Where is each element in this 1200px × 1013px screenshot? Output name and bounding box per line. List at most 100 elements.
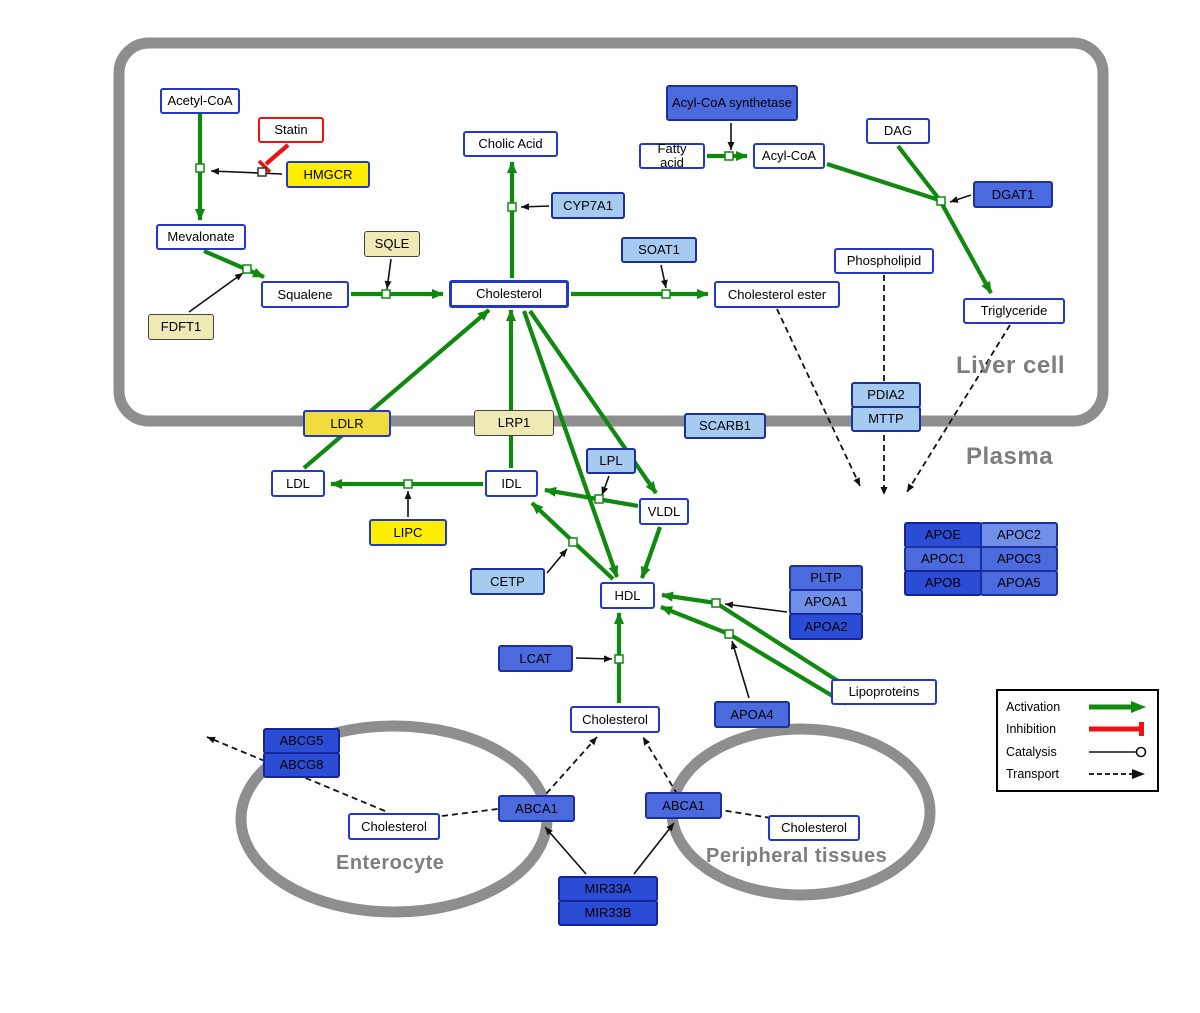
edge-cholesterol-abca1-peripheral <box>642 736 772 819</box>
node-abca1-peripheral[interactable]: ABCA1 <box>645 792 722 819</box>
node-squalene[interactable]: Squalene <box>261 281 349 308</box>
edge-sqle-catalysis <box>384 258 392 290</box>
legend-activation: Activation <box>1006 697 1149 717</box>
edge-ldl-ldlr-cholesterol <box>302 308 491 470</box>
node-lrp1[interactable]: LRP1 <box>474 410 554 436</box>
edge-apoa4-catalysis <box>730 640 750 699</box>
edge-junction-triglyceride <box>940 202 993 295</box>
legend-inhibition-label: Inhibition <box>1006 722 1057 737</box>
edge-statin-inhibition <box>264 143 290 166</box>
node-triglyceride[interactable]: Triglyceride <box>963 298 1065 324</box>
node-acyl-coa[interactable]: Acyl-CoA <box>753 143 825 169</box>
node-apoa1[interactable]: APOA1 <box>789 589 863 615</box>
node-abca1-enterocyte[interactable]: ABCA1 <box>498 795 575 822</box>
transport-dashed-arrow-icon <box>1089 768 1145 779</box>
node-dag[interactable]: DAG <box>866 118 930 144</box>
edge-triglyceride-plasma <box>906 324 1011 493</box>
node-lpl[interactable]: LPL <box>586 448 636 474</box>
node-fdft1[interactable]: FDFT1 <box>148 314 214 340</box>
edge-vldl-hdl <box>640 526 662 579</box>
node-lcat[interactable]: LCAT <box>498 645 573 672</box>
node-cholic-acid[interactable]: Cholic Acid <box>463 131 558 157</box>
node-mir33a[interactable]: MIR33A <box>558 876 658 902</box>
node-soat1[interactable]: SOAT1 <box>621 237 697 263</box>
node-hmgcr[interactable]: HMGCR <box>286 161 370 188</box>
region-label-peripheral-tissues: Peripheral tissues <box>706 845 888 867</box>
node-idl[interactable]: IDL <box>485 470 538 497</box>
edge-cetp-catalysis <box>546 548 568 574</box>
node-apoc2[interactable]: APOC2 <box>980 522 1058 548</box>
region-label-enterocyte: Enterocyte <box>336 852 445 874</box>
edge-apoa-stack-catalysis <box>724 601 788 613</box>
node-abcg8[interactable]: ABCG8 <box>263 752 340 778</box>
edge-acylcoa-junction <box>826 162 940 202</box>
node-vldl[interactable]: VLDL <box>639 498 689 525</box>
node-phospholipid[interactable]: Phospholipid <box>834 248 934 274</box>
edge-lcat-catalysis <box>575 655 613 663</box>
node-apoe[interactable]: APOE <box>904 522 982 548</box>
catalysis-edges <box>188 123 972 875</box>
node-cholesterol-peripheral[interactable]: Cholesterol <box>768 815 860 841</box>
node-cholesterol-ester[interactable]: Cholesterol ester <box>714 281 840 308</box>
node-pdia2[interactable]: PDIA2 <box>851 382 921 408</box>
reaction-nodes <box>195 151 946 664</box>
node-cyp7a1[interactable]: CYP7A1 <box>551 192 625 219</box>
legend-transport: Transport <box>1006 764 1149 784</box>
edge-cholesterol-abcg5g8-out <box>206 736 386 812</box>
edge-mir33-abca1-peripheral <box>633 822 675 875</box>
node-lipc[interactable]: LIPC <box>369 519 447 546</box>
activation-edges <box>195 114 993 706</box>
node-pltp[interactable]: PLTP <box>789 565 863 591</box>
region-label-liver-cell: Liver cell <box>956 352 1066 379</box>
legend-inhibition: Inhibition <box>1006 719 1149 739</box>
node-acetyl-coa[interactable]: Acetyl-CoA <box>160 88 240 114</box>
node-apoc3[interactable]: APOC3 <box>980 546 1058 572</box>
node-mttp[interactable]: MTTP <box>851 406 921 432</box>
node-scarb1[interactable]: SCARB1 <box>684 413 766 439</box>
edge-dgat1-catalysis <box>949 194 972 203</box>
node-abcg5[interactable]: ABCG5 <box>263 728 340 754</box>
inhibition-tee-icon <box>1089 722 1144 737</box>
node-apob[interactable]: APOB <box>904 570 982 596</box>
catalysis-circle-icon <box>1089 746 1147 757</box>
legend-activation-label: Activation <box>1006 700 1061 714</box>
legend-catalysis: Catalysis <box>1006 742 1149 762</box>
edge-soat1-catalysis <box>660 264 668 289</box>
node-acyl-coa-synthetase[interactable]: Acyl-CoA synthetase <box>666 85 798 121</box>
node-cholesterol-plasma[interactable]: Cholesterol <box>570 706 660 733</box>
edge-mir33-abca1-enterocyte <box>544 826 587 875</box>
edge-mevalonate-squalene <box>203 249 265 279</box>
edge-hmgcr-catalysis <box>210 167 283 175</box>
node-apoa2[interactable]: APOA2 <box>789 613 863 640</box>
node-cholesterol-liver[interactable]: Cholesterol <box>449 280 569 308</box>
edge-dag-junction <box>896 144 941 201</box>
legend: Activation Inhibition Catalysis Transpor… <box>996 689 1159 792</box>
node-sqle[interactable]: SQLE <box>364 231 420 257</box>
node-lipoproteins[interactable]: Lipoproteins <box>831 679 937 705</box>
node-apoa5[interactable]: APOA5 <box>980 570 1058 596</box>
node-fatty-acid[interactable]: Fatty acid <box>639 142 705 169</box>
edge-lpl-catalysis <box>601 475 610 496</box>
activation-arrow-icon <box>1089 701 1146 713</box>
edge-cholesterol-hdl <box>522 310 619 578</box>
liver-cell-membrane <box>113 37 1109 427</box>
inhibition-edges <box>257 143 290 174</box>
region-label-plasma: Plasma <box>966 443 1054 470</box>
node-ldl[interactable]: LDL <box>271 470 325 497</box>
node-hdl[interactable]: HDL <box>600 582 655 609</box>
legend-transport-label: Transport <box>1006 766 1060 781</box>
node-cholesterol-enterocyte[interactable]: Cholesterol <box>348 813 440 840</box>
node-dgat1[interactable]: DGAT1 <box>973 181 1053 208</box>
statin-inhibition-tee <box>257 159 272 174</box>
node-mir33b[interactable]: MIR33B <box>558 900 658 926</box>
node-mevalonate[interactable]: Mevalonate <box>156 224 246 250</box>
node-apoa4[interactable]: APOA4 <box>714 701 790 728</box>
node-apoc1[interactable]: APOC1 <box>904 546 982 572</box>
edge-cyp7a1-catalysis <box>520 203 550 211</box>
node-statin[interactable]: Statin <box>258 117 324 143</box>
node-ldlr[interactable]: LDLR <box>303 410 391 437</box>
node-cetp[interactable]: CETP <box>470 568 545 595</box>
catalysis-junction-square <box>257 167 267 177</box>
